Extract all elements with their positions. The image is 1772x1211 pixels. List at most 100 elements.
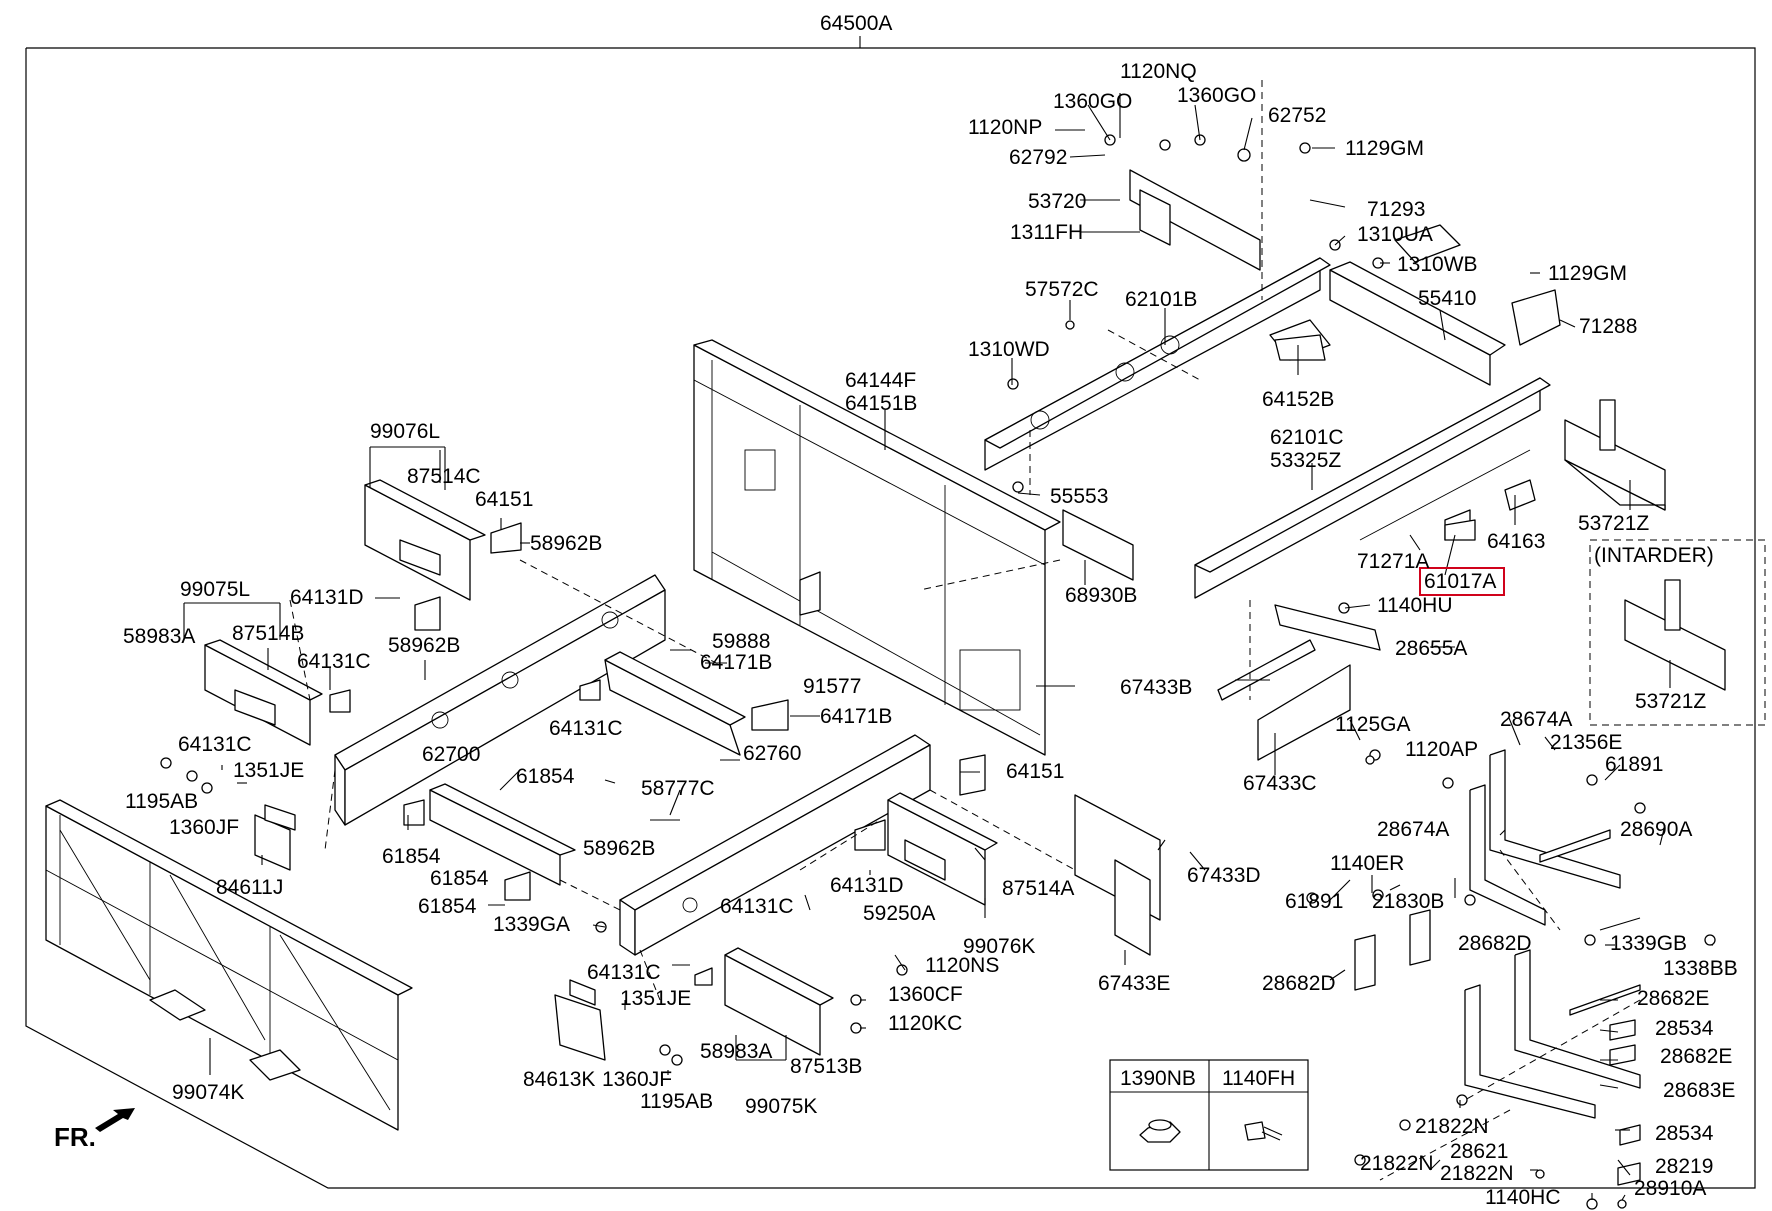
part-label: 68930B [1065, 584, 1137, 607]
part-label: 62700 [422, 743, 480, 766]
part-label: 61891 [1605, 753, 1663, 776]
part-label: 1360JF [169, 816, 239, 839]
part-label: 1310WD [968, 338, 1050, 361]
part-label: 67433C [1243, 772, 1317, 795]
part-label: 28534 [1655, 1122, 1714, 1145]
part-label: 1120AP [1405, 738, 1478, 761]
part-99075L-bracket [204, 639, 323, 746]
part-label: 1338BB [1663, 957, 1738, 980]
part-label: 53720 [1028, 190, 1086, 213]
part-label: 61854 [418, 895, 477, 918]
part-28655A-bracket [1274, 604, 1381, 651]
part-label: 53325Z [1270, 449, 1341, 472]
part-label: 1339GB [1610, 932, 1687, 955]
part-label: 61854 [430, 867, 489, 890]
part-lower-crossmember [619, 734, 931, 956]
part-label: 1351JE [620, 987, 691, 1010]
part-label: 58777C [641, 777, 715, 800]
part-label: 55410 [1418, 287, 1476, 310]
intarder-title: (INTARDER) [1594, 544, 1714, 567]
part-label: 64131C [178, 733, 252, 756]
part-label: 58962B [530, 532, 602, 555]
part-label: 21822N [1415, 1115, 1489, 1138]
part-label: 57572C [1025, 278, 1099, 301]
part-label: 64144F [845, 369, 916, 392]
part-label: 62101C [1270, 426, 1344, 449]
part-label: 28655A [1395, 637, 1467, 660]
part-label: 64151 [475, 488, 533, 511]
part-label: 1310UA [1357, 223, 1433, 246]
part-62101B-crossmember [984, 169, 1331, 471]
part-label: 1129GM [1548, 262, 1627, 285]
part-label: 28682E [1660, 1045, 1732, 1068]
part-label: 87514A [1002, 877, 1074, 900]
part-label: 1360GO [1177, 84, 1256, 107]
part-label: 28682D [1458, 932, 1532, 955]
part-label: 28219 [1655, 1155, 1713, 1178]
part-label: 21822N [1360, 1152, 1434, 1175]
part-label: 62792 [1009, 146, 1067, 169]
legend-left-label: 1390NB [1120, 1067, 1196, 1090]
part-label: 64131C [549, 717, 623, 740]
part-labels: 1120NQ 1360GO 1360GO 62752 1120NP 62792 … [123, 60, 1738, 1209]
part-label: 62760 [743, 742, 801, 765]
part-front-crossmember [334, 574, 666, 826]
part-label: 1310WB [1397, 253, 1478, 276]
part-label: 28674A [1377, 818, 1449, 841]
part-64144F-panel [693, 339, 1061, 756]
part-label: 71271A [1357, 550, 1429, 573]
part-label: 1351JE [233, 759, 304, 782]
assembly-title: 64500A [820, 12, 892, 35]
part-label: 1120NQ [1120, 60, 1197, 83]
front-arrow-icon [95, 1108, 135, 1132]
part-label: 1360JF [602, 1068, 672, 1091]
front-label: FR. [54, 1122, 96, 1152]
part-68930B-plate [1062, 509, 1134, 581]
part-28674A-a [1489, 749, 1621, 889]
part-label: 64171B [700, 651, 772, 674]
part-label: 64151 [1006, 760, 1064, 783]
part-label: 71293 [1367, 198, 1425, 221]
part-label: 87514C [407, 465, 481, 488]
part-label: 1120KC [888, 1012, 962, 1035]
part-label: 99075L [180, 578, 250, 601]
nut-icon [1139, 1119, 1181, 1143]
part-label: 99076K [963, 935, 1035, 958]
part-label: 62101B [1125, 288, 1197, 311]
part-label: 59888 [712, 630, 770, 653]
part-label: 67433D [1187, 864, 1261, 887]
part-label: 1360GO [1053, 90, 1132, 113]
part-label: 64131D [290, 586, 364, 609]
part-label: 64131C [720, 895, 794, 918]
part-62760-member [604, 651, 746, 756]
part-99076L-bracket [364, 479, 486, 601]
part-label: 28674A [1500, 708, 1572, 731]
part-67433C-panel [1217, 639, 1351, 761]
part-label: 87513B [790, 1055, 862, 1078]
part-label: 1125GA [1335, 713, 1411, 736]
part-label: 58983A [700, 1040, 772, 1063]
part-62700-member [429, 783, 576, 886]
part-label: 21822N [1440, 1162, 1514, 1185]
fasteners [160, 134, 1716, 1210]
part-label: 62752 [1268, 104, 1326, 127]
part-67433D-panel [1074, 794, 1161, 956]
intarder-part-label: 53721Z [1635, 690, 1706, 713]
part-28683E [1464, 949, 1641, 1119]
part-label: 1120NS [925, 954, 999, 977]
part-label: 64131C [587, 961, 661, 984]
small-brackets [329, 224, 1641, 1186]
part-label: 58962B [388, 634, 460, 657]
diagram-frame: 64500A [25, 12, 1756, 1189]
part-label: 67433E [1098, 972, 1170, 995]
part-label: 64131C [297, 650, 371, 673]
part-label: 1120NP [968, 116, 1042, 139]
part-label: 28683E [1663, 1079, 1735, 1102]
part-label: 55553 [1050, 485, 1108, 508]
part-label: 1140HC [1485, 1186, 1561, 1209]
part-label: 84613K [523, 1068, 595, 1091]
fastener-legend: 1390NB 1140FH [1109, 1059, 1309, 1171]
part-84613K [554, 979, 606, 1061]
part-label: 91577 [803, 675, 861, 698]
